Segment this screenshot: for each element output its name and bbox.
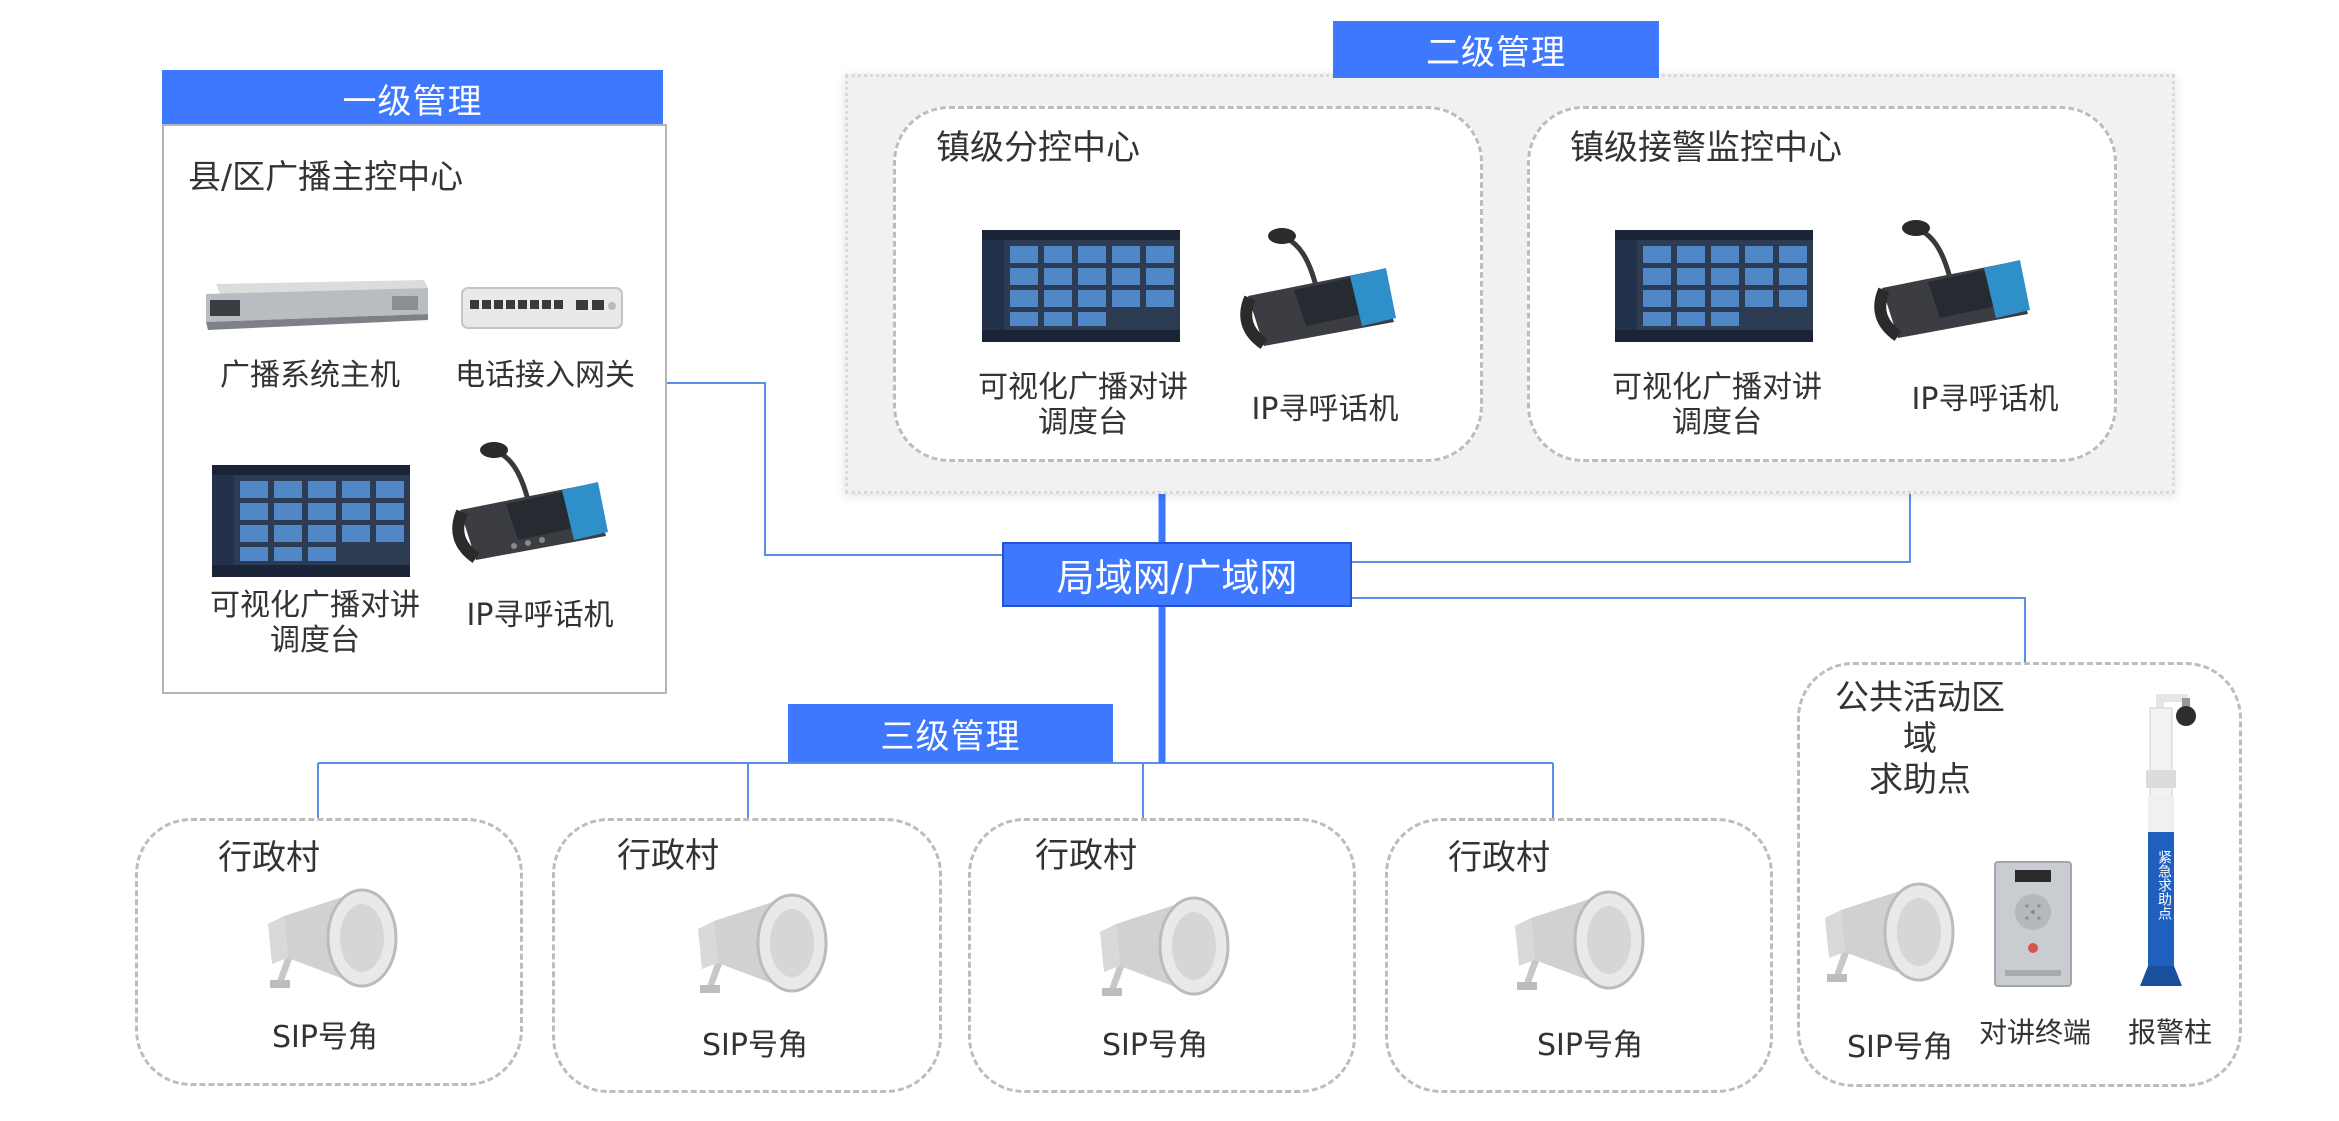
village-box-2 bbox=[552, 818, 942, 1093]
town-ip-phone-label: IP寻呼话机 bbox=[1251, 392, 1399, 427]
alarm-dispatch-console-label: 可视化广播对讲 调度台 bbox=[1612, 370, 1822, 441]
intercom-terminal-icon bbox=[1993, 860, 2073, 988]
sip-horn-icon-2 bbox=[688, 885, 838, 1007]
phone-gateway-label: 电话接入网关 bbox=[455, 358, 635, 393]
level2-header: 二级管理 bbox=[1333, 21, 1659, 78]
town-ip-phone-icon bbox=[1238, 226, 1398, 351]
wire-network-to-public-area bbox=[1352, 597, 2026, 662]
sip-horn-icon-4 bbox=[1505, 882, 1655, 1004]
sip-horn-label-1: SIP号角 bbox=[272, 1020, 378, 1055]
broadcast-host-icon bbox=[202, 278, 430, 336]
public-area-title: 公共活动区域 求助点 bbox=[1835, 678, 2005, 800]
ip-phone-icon bbox=[450, 440, 610, 565]
alarm-pillar-icon bbox=[2130, 688, 2210, 990]
town-dispatch-console-label: 可视化广播对讲 调度台 bbox=[978, 370, 1188, 441]
sip-horn-icon-3 bbox=[1090, 888, 1240, 1010]
dispatch-console-icon bbox=[212, 465, 410, 577]
public-sip-horn-label: SIP号角 bbox=[1847, 1030, 1953, 1065]
alarm-pillar-text: 紧急求助点 bbox=[2156, 850, 2172, 920]
alarm-ip-phone-label: IP寻呼话机 bbox=[1911, 382, 2059, 417]
village-title-2: 行政村 bbox=[617, 836, 719, 876]
village-title-3: 行政村 bbox=[1035, 836, 1137, 876]
wire-network-to-alarm-center bbox=[1352, 494, 1911, 563]
sip-horn-icon-1 bbox=[258, 880, 408, 1002]
alarm-pillar-label: 报警柱 bbox=[2127, 1016, 2212, 1049]
level3-header: 三级管理 bbox=[788, 704, 1113, 762]
lan-wan-network-box: 局域网/广域网 bbox=[1002, 542, 1352, 607]
village-title-1: 行政村 bbox=[218, 838, 320, 878]
alarm-ip-phone-icon bbox=[1872, 218, 2032, 343]
level1-header: 一级管理 bbox=[162, 70, 663, 126]
county-center-title: 县/区广播主控中心 bbox=[188, 157, 464, 196]
town-alarm-center-title: 镇级接警监控中心 bbox=[1570, 128, 1842, 168]
intercom-terminal-label: 对讲终端 bbox=[1978, 1016, 2091, 1049]
phone-gateway-icon bbox=[458, 282, 626, 334]
sip-horn-label-2: SIP号角 bbox=[702, 1028, 808, 1063]
dispatch-console-label: 可视化广播对讲 调度台 bbox=[210, 588, 420, 659]
town-dispatch-console-icon bbox=[982, 230, 1180, 342]
sip-horn-label-3: SIP号角 bbox=[1102, 1028, 1208, 1063]
county-control-center-panel bbox=[162, 124, 667, 694]
sip-horn-label-4: SIP号角 bbox=[1537, 1028, 1643, 1063]
alarm-dispatch-console-icon bbox=[1615, 230, 1813, 342]
village-title-4: 行政村 bbox=[1448, 838, 1550, 878]
public-sip-horn-icon bbox=[1815, 874, 1965, 996]
broadcast-host-label: 广播系统主机 bbox=[220, 358, 400, 393]
town-control-center-title: 镇级分控中心 bbox=[936, 128, 1140, 168]
ip-phone-label: IP寻呼话机 bbox=[466, 598, 614, 633]
